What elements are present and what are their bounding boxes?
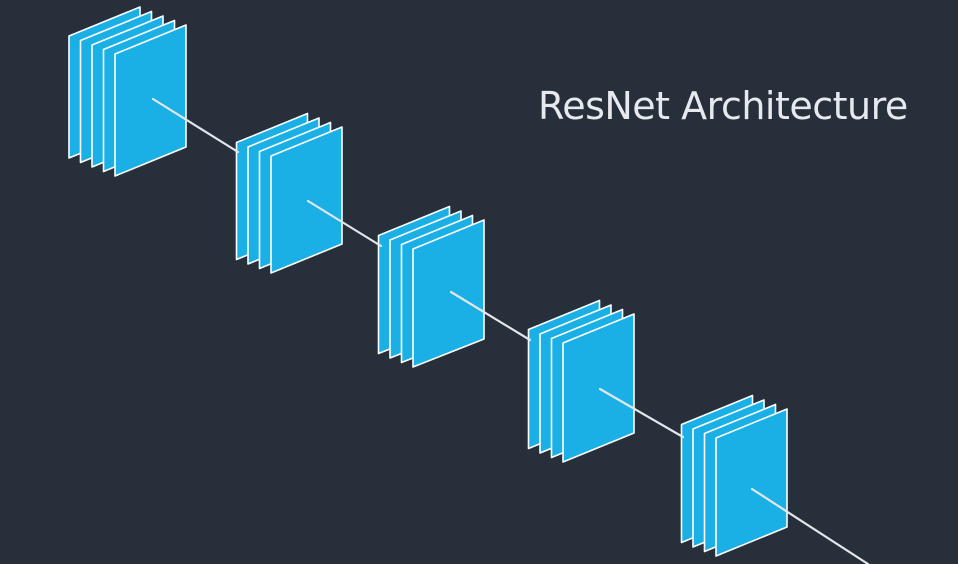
stage-1 [68,6,187,177]
connector-line-2 [306,199,383,248]
stage-5 [680,394,788,557]
stage-2 [235,112,343,274]
stages [68,6,788,557]
connector-line-3 [449,290,532,342]
feature-map-sheet [114,24,187,177]
connectors [151,97,870,564]
feature-map-sheet [412,219,485,368]
feature-map-sheet [270,126,343,274]
feature-map-sheet [715,408,788,557]
connector-line-5 [750,487,870,564]
feature-map-sheet [562,313,635,463]
slide-title: ResNet Architecture [538,84,908,128]
stage-3 [377,205,485,368]
connector-line-4 [598,387,685,439]
stage-4 [527,299,635,463]
connector-line-1 [151,97,240,154]
